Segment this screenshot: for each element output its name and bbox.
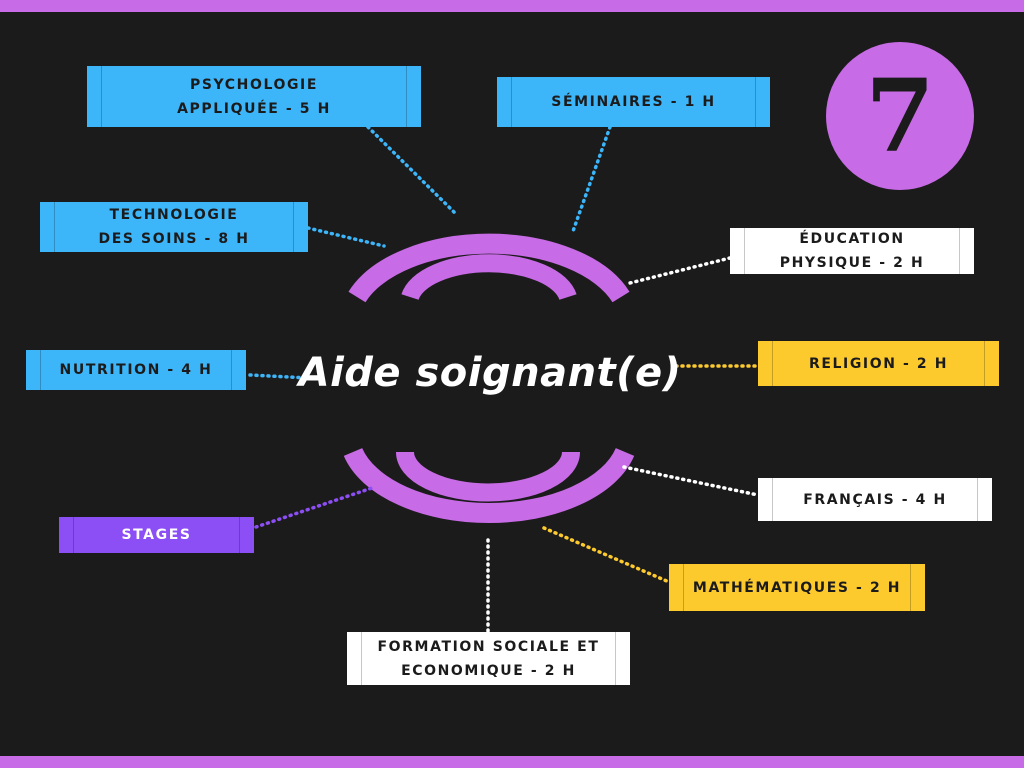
subject-label: TECHNOLOGIE DES SOINS - 8 H bbox=[98, 207, 250, 247]
subject-label: FORMATION SOCIALE ET ECONOMIQUE - 2 H bbox=[377, 638, 600, 679]
subject-label: STAGES bbox=[121, 527, 192, 543]
connector-technologie bbox=[306, 226, 386, 248]
number-badge: 7 bbox=[826, 42, 974, 190]
subject-box-education: ÉDUCATION PHYSIQUE - 2 H bbox=[730, 228, 974, 274]
subject-box-francais: FRANÇAIS - 4 H bbox=[758, 478, 992, 521]
subject-box-religion: RELIGION - 2 H bbox=[758, 341, 999, 386]
subject-label: MATHÉMATIQUES - 2 H bbox=[692, 579, 902, 596]
subject-box-stages: STAGES bbox=[59, 517, 254, 553]
connector-education bbox=[624, 256, 732, 286]
subject-label: FRANÇAIS - 4 H bbox=[803, 491, 947, 508]
subject-box-technologie: TECHNOLOGIE DES SOINS - 8 H bbox=[40, 202, 308, 252]
subject-box-mathematiques: MATHÉMATIQUES - 2 H bbox=[669, 564, 925, 611]
subject-label: RELIGION - 2 H bbox=[808, 355, 949, 372]
subject-label: ÉDUCATION PHYSIQUE - 2 H bbox=[779, 231, 925, 271]
subject-label: NUTRITION - 4 H bbox=[59, 362, 213, 378]
connector-mathematiques bbox=[542, 526, 671, 584]
subject-label: SÉMINAIRES - 1 H bbox=[551, 94, 716, 110]
outer-bottom-arc bbox=[343, 447, 635, 524]
outer-top-arc bbox=[348, 233, 630, 303]
connector-nutrition bbox=[248, 373, 310, 380]
bottom-accent-band bbox=[0, 756, 1024, 768]
connector-francais bbox=[622, 465, 760, 497]
connector-seminaires bbox=[570, 125, 612, 236]
top-accent-band bbox=[0, 0, 1024, 12]
inner-bottom-arc bbox=[396, 451, 580, 502]
subject-label: PSYCHOLOGIE APPLIQUÉE - 5 H bbox=[177, 76, 331, 117]
inner-top-arc bbox=[401, 254, 577, 301]
diagram-title: Aide soignant(e) bbox=[298, 350, 682, 396]
connector-stages bbox=[254, 486, 374, 529]
subject-box-nutrition: NUTRITION - 4 H bbox=[26, 350, 246, 390]
badge-number: 7 bbox=[865, 57, 935, 175]
subject-box-psychologie: PSYCHOLOGIE APPLIQUÉE - 5 H bbox=[87, 66, 421, 127]
connector-psychologie bbox=[366, 125, 458, 216]
subject-box-seminaires: SÉMINAIRES - 1 H bbox=[497, 77, 770, 127]
subject-box-formation: FORMATION SOCIALE ET ECONOMIQUE - 2 H bbox=[347, 632, 630, 685]
